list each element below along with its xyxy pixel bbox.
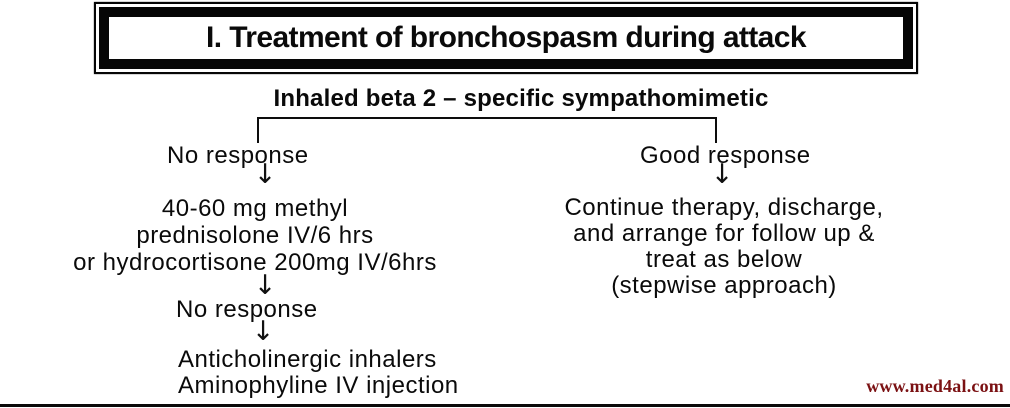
branch-connector-horizontal xyxy=(257,117,717,119)
branch-connector-right xyxy=(715,117,717,143)
anticholinergic-step-line: Aminophyline IV injection xyxy=(178,372,459,399)
good-response-step-line: treat as below xyxy=(645,246,803,273)
title-frame-inner: I. Treatment of bronchospasm during atta… xyxy=(99,7,913,69)
down-arrow-icon: ↓ xyxy=(253,270,277,301)
anticholinergic-step: Anticholinergic inhalers Aminophyline IV… xyxy=(178,347,459,399)
good-response-step: Continue therapy, discharge, and arrange… xyxy=(522,195,926,299)
subtitle: Inhaled beta 2 – specific sympathomimeti… xyxy=(273,85,769,112)
steroid-step-line: 40-60 mg methyl xyxy=(161,195,349,222)
good-response-step-line: Continue therapy, discharge, xyxy=(564,194,884,221)
second-no-response-label: No response xyxy=(176,296,318,323)
down-arrow-icon: ↓ xyxy=(251,316,275,347)
down-arrow-icon: ↓ xyxy=(710,159,734,190)
down-arrow-icon: ↓ xyxy=(253,159,277,190)
branch-connector-left xyxy=(257,117,259,143)
steroid-step-line: or hydrocortisone 200mg IV/6hrs xyxy=(73,249,437,276)
steroid-step-line: prednisolone IV/6 hrs xyxy=(136,222,374,249)
anticholinergic-step-line: Anticholinergic inhalers xyxy=(178,346,437,373)
branch-label-no-response: No response xyxy=(167,142,309,169)
good-response-step-line: (stepwise approach) xyxy=(611,272,837,299)
page-title: I. Treatment of bronchospasm during atta… xyxy=(206,21,807,54)
title-frame: I. Treatment of bronchospasm during atta… xyxy=(94,2,918,74)
good-response-step-line: and arrange for follow up & xyxy=(573,220,875,247)
steroid-step: 40-60 mg methyl prednisolone IV/6 hrs or… xyxy=(35,195,475,276)
scan-edge-line xyxy=(0,404,1010,407)
watermark: www.med4al.com xyxy=(866,376,1004,396)
branch-label-good-response: Good response xyxy=(640,142,811,169)
